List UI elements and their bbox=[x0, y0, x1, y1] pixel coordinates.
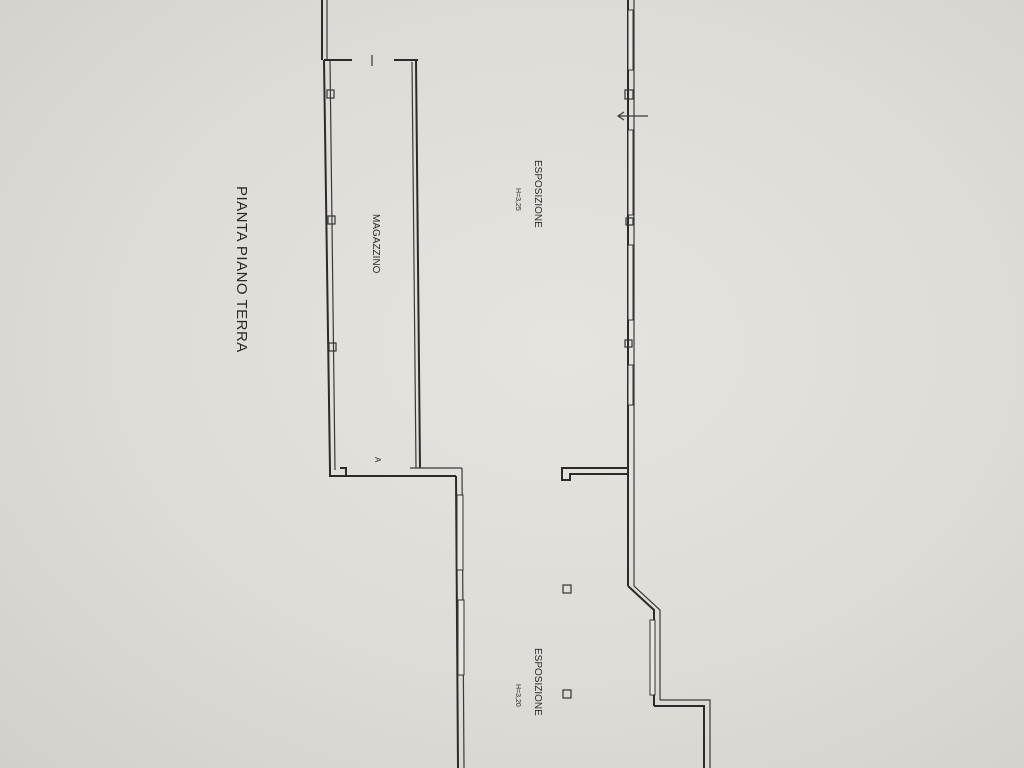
wall-storage-left bbox=[323, 59, 331, 471]
room-height-exhibition-lower: H=3,20 bbox=[514, 684, 521, 707]
wall-storage-right-inner bbox=[411, 61, 417, 469]
pillar-right-3 bbox=[624, 339, 633, 348]
wall-storage-bottom-corner bbox=[329, 467, 347, 477]
column-1 bbox=[562, 584, 572, 594]
wall-storage-left-inner bbox=[329, 59, 336, 471]
pillar-right-1 bbox=[624, 89, 634, 100]
pillar-right-2 bbox=[625, 217, 634, 226]
pillar-2 bbox=[327, 215, 336, 225]
room-label-exhibition-upper: ESPOSIZIONE bbox=[532, 160, 543, 228]
window-right-2 bbox=[627, 129, 634, 216]
window-right-3 bbox=[627, 244, 634, 321]
room-label-storage: MAGAZZINO bbox=[370, 214, 381, 274]
wall-lower-right-outer bbox=[660, 699, 711, 768]
window-jog bbox=[649, 619, 656, 696]
column-2 bbox=[562, 689, 572, 699]
room-height-exhibition-upper: H=3,25 bbox=[514, 188, 521, 211]
wall-lower-left bbox=[455, 475, 459, 768]
window-lower-left-1 bbox=[456, 494, 464, 571]
plan-title: PIANTA PIANO TERRA bbox=[233, 186, 250, 353]
section-marker: A bbox=[373, 457, 382, 463]
wall-storage-right bbox=[415, 59, 421, 469]
wall-lower-right bbox=[654, 705, 705, 768]
entrance-arrow-head bbox=[616, 111, 625, 121]
room-label-exhibition-lower: ESPOSIZIONE bbox=[532, 648, 543, 716]
pillar-1 bbox=[326, 89, 335, 99]
window-right-4 bbox=[627, 364, 634, 406]
window-right-1 bbox=[627, 9, 634, 71]
wall-partition-stub bbox=[561, 467, 628, 481]
pillar-3 bbox=[328, 342, 337, 352]
wall-jog-diagonal-outer bbox=[633, 585, 661, 700]
window-lower-left-2 bbox=[457, 599, 465, 676]
